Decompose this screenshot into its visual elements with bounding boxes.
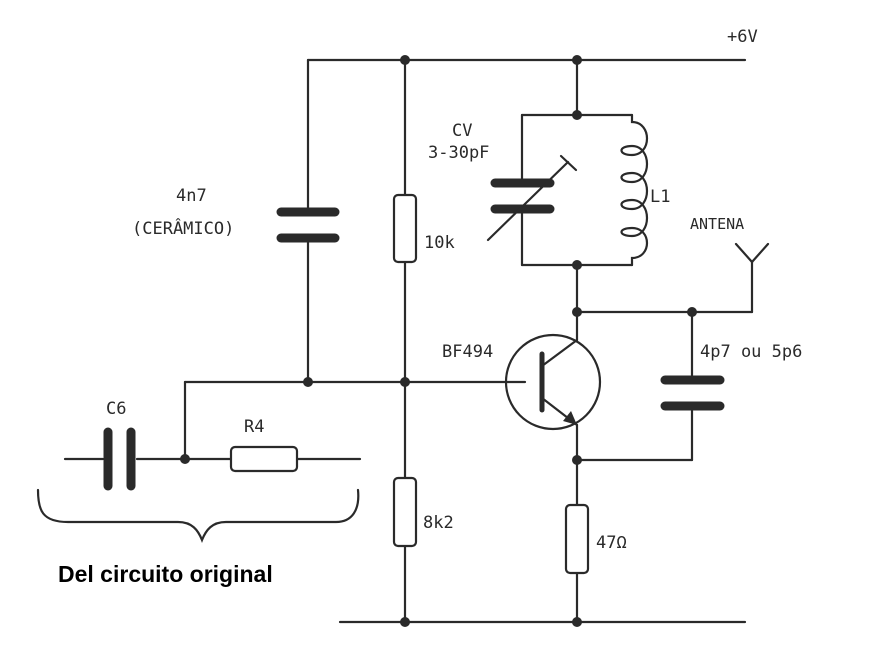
feedback-capacitor-label: 4p7 ou 5p6 — [700, 342, 802, 362]
capacitor-4n7 — [276, 207, 340, 243]
junction-dot — [572, 455, 582, 465]
junction-dot — [303, 377, 313, 387]
junction-dot — [572, 307, 582, 317]
junction-dot — [400, 617, 410, 627]
resistor-8k2 — [392, 476, 418, 548]
antenna-right-arm — [750, 242, 770, 264]
resistor-10k — [392, 193, 418, 264]
junction-dot — [572, 260, 582, 270]
capacitor-feedback — [660, 375, 725, 411]
resistor-8k2-label: 8k2 — [423, 513, 454, 533]
original-circuit-brace — [36, 488, 360, 543]
junction-dot — [180, 454, 190, 464]
trimmer-capacitor-cv — [486, 154, 578, 242]
capacitor-4n7-value: 4n7 — [176, 186, 207, 206]
antenna-label: ANTENA — [690, 215, 744, 233]
resistor-47-ohm-label: 47Ω — [596, 533, 627, 553]
junction-dots — [180, 55, 697, 627]
capacitor-4n7-note: (CERÂMICO) — [132, 217, 234, 239]
antenna-left-arm — [734, 242, 754, 264]
cv-value-label: 3-30pF — [428, 143, 489, 163]
transistor-body — [504, 333, 602, 431]
trimmer-arrow-tip — [559, 154, 578, 172]
trimmer-arrow — [486, 160, 570, 242]
cv-name-label: CV — [452, 121, 472, 141]
junction-dot — [400, 55, 410, 65]
capacitor-c6-label: C6 — [106, 399, 126, 419]
resistor-r4 — [229, 445, 299, 473]
junction-dot — [572, 617, 582, 627]
transistor-collector-lead — [540, 338, 579, 368]
resistor-r4-label: R4 — [244, 417, 264, 437]
coil-label: L1 — [650, 187, 670, 207]
antenna-icon — [734, 242, 770, 264]
inductor-l1 — [620, 113, 648, 267]
transistor-bf494 — [504, 333, 602, 431]
junction-dot — [687, 307, 697, 317]
supply-label: +6V — [727, 27, 758, 47]
junction-dot — [572, 110, 582, 120]
caption: Del circuito original — [58, 561, 273, 587]
capacitor-c6 — [103, 427, 136, 491]
resistor-10k-label: 10k — [424, 233, 455, 253]
resistor-47-ohm — [564, 503, 590, 575]
junction-dot — [400, 377, 410, 387]
transistor-emitter-arrow — [563, 411, 577, 425]
junction-dot — [572, 55, 582, 65]
transistor-label: BF494 — [442, 342, 493, 362]
